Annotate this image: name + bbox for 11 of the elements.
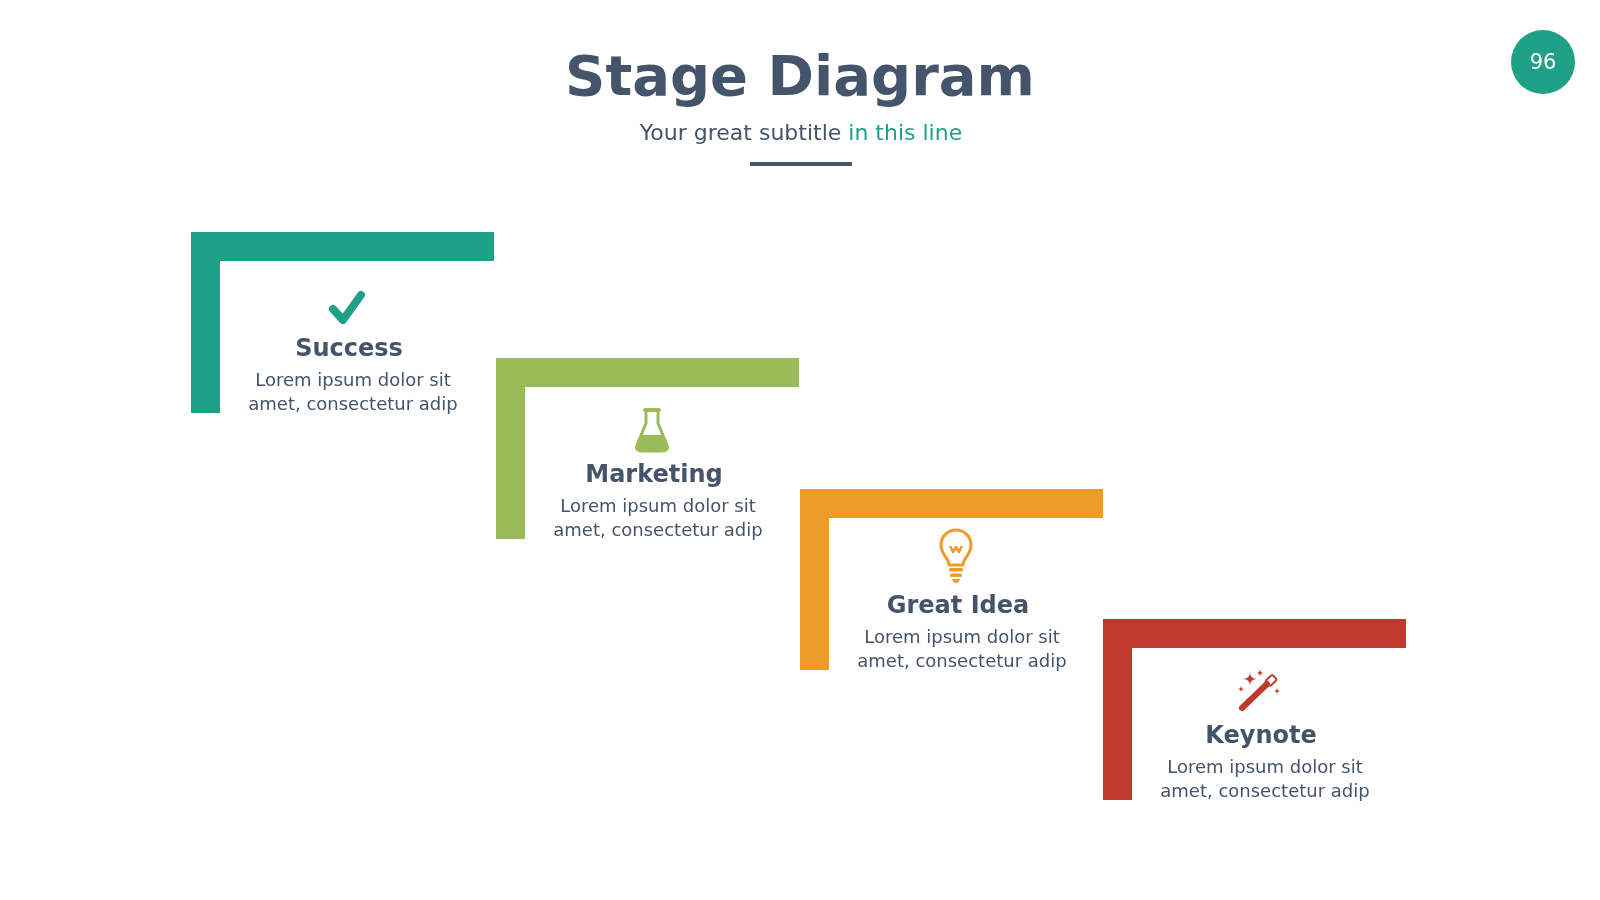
stage-description: Lorem ipsum dolor sit amet, consectetur adip bbox=[856, 625, 1068, 673]
stage-description: Lorem ipsum dolor sit amet, consectetur adip bbox=[552, 494, 764, 542]
stage-description: Lorem ipsum dolor sit amet, consectetur adip bbox=[247, 368, 459, 416]
stage-heading: Success bbox=[295, 333, 403, 363]
stage-heading: Great Idea bbox=[886, 590, 1030, 620]
page-number-badge: 96 bbox=[1511, 30, 1575, 94]
stage-description: Lorem ipsum dolor sit amet, consectetur adip bbox=[1159, 755, 1371, 803]
subtitle: Your great subtitle in this line bbox=[639, 119, 963, 147]
slide-title: Stage Diagram bbox=[565, 42, 1035, 110]
stage-heading: Keynote bbox=[1205, 720, 1317, 750]
stage-heading: Marketing bbox=[585, 459, 723, 489]
